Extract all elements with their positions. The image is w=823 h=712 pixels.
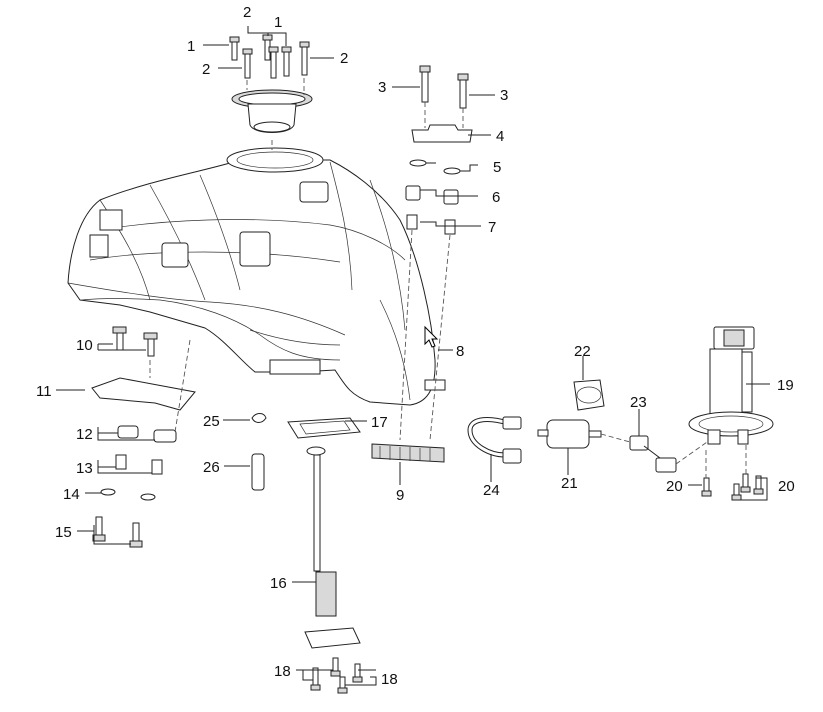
callout-25: 25	[203, 413, 220, 430]
quick-connector	[629, 435, 677, 473]
fuel-hose	[467, 416, 522, 464]
callout-3a: 3	[378, 79, 386, 96]
callout-20b: 20	[778, 478, 795, 495]
callout-6: 6	[492, 189, 500, 206]
bolt-group-top	[229, 34, 310, 79]
mounting-stack-left	[91, 326, 196, 548]
callout-2b: 2	[202, 61, 210, 78]
callout-5: 5	[493, 159, 501, 176]
callout-1a: 1	[187, 38, 195, 55]
callout-7: 7	[488, 219, 496, 236]
callout-12: 12	[76, 426, 93, 443]
callout-2c: 2	[340, 50, 348, 67]
callout-19: 19	[777, 377, 794, 394]
mounting-stack-right	[405, 65, 473, 235]
callout-9: 9	[396, 487, 404, 504]
hose-clamp	[573, 379, 605, 411]
filler-cap-ring	[231, 89, 313, 133]
fuel-filter	[537, 419, 602, 449]
callout-3b: 3	[500, 87, 508, 104]
rubber-pad	[371, 443, 445, 463]
callout-22: 22	[574, 343, 591, 360]
callout-23: 23	[630, 394, 647, 411]
callout-2a: 2	[243, 4, 251, 21]
callout-18b: 18	[381, 671, 398, 688]
callout-21: 21	[561, 475, 578, 492]
callout-11: 11	[36, 383, 52, 400]
callout-15: 15	[55, 524, 72, 541]
callout-14: 14	[63, 486, 80, 503]
callout-8: 8	[456, 343, 464, 360]
pump-tube	[304, 446, 361, 649]
fuel-tank	[67, 147, 446, 406]
bolt-group-pump	[701, 473, 764, 501]
callout-20a: 20	[666, 478, 683, 495]
callout-labels: 1 1 2 2 2 3 3 4 5 6 7 8 9 10 11 12 13 14…	[36, 4, 795, 688]
bolt-group-bottom	[310, 657, 363, 694]
callout-13: 13	[76, 460, 93, 477]
callout-17: 17	[371, 414, 388, 431]
callout-10: 10	[76, 337, 93, 354]
hose-clip-and-pipe	[251, 413, 267, 491]
fuel-pump-assembly	[688, 326, 774, 445]
mouse-pointer-icon	[424, 325, 439, 348]
callout-26: 26	[203, 459, 220, 476]
callout-1b: 1	[274, 14, 282, 31]
callout-4: 4	[496, 128, 504, 145]
callout-16: 16	[270, 575, 287, 592]
callout-24: 24	[483, 482, 500, 499]
pump-gasket	[287, 417, 361, 439]
callout-18a: 18	[274, 663, 291, 680]
